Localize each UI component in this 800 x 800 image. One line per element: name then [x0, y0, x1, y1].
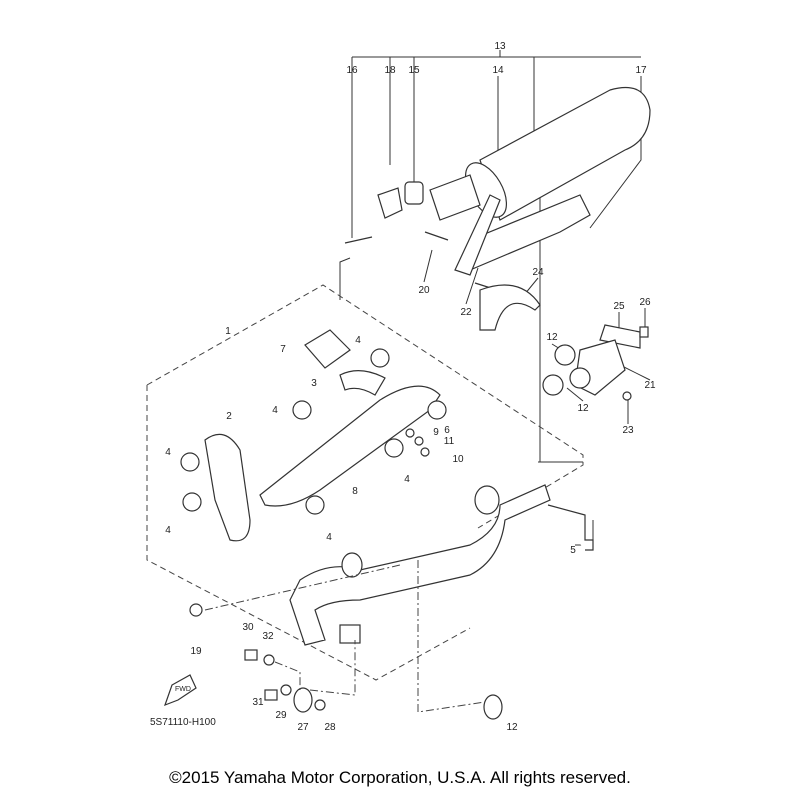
- callout: 12: [506, 722, 518, 733]
- callout: 29: [275, 710, 287, 721]
- callout: 13: [494, 41, 506, 52]
- callout: 18: [384, 65, 396, 76]
- callout: 12: [577, 403, 589, 414]
- fwd-arrow-icon: [164, 674, 197, 707]
- callout-labels: 13 16 18 15 14 17 20 22 24 25 26 1 7 4 1…: [165, 41, 656, 733]
- callout: 22: [460, 307, 472, 318]
- callout: 1: [225, 326, 231, 337]
- callout: 5: [570, 545, 576, 556]
- callout: 2: [226, 411, 232, 422]
- callout: 12: [546, 332, 558, 343]
- assembly-1-dashed-box: [146, 284, 584, 681]
- callout: 28: [324, 722, 336, 733]
- diagram-code: 5S71110-H100: [150, 717, 216, 728]
- callout: 7: [280, 344, 286, 355]
- callout: 4: [326, 532, 332, 543]
- callout: 9: [433, 427, 439, 438]
- callout: 6: [444, 425, 450, 436]
- callout: 25: [613, 301, 625, 312]
- callout: 4: [165, 447, 171, 458]
- callout: 23: [622, 425, 634, 436]
- callout: 21: [644, 380, 656, 391]
- callout: 15: [408, 65, 420, 76]
- callout: 16: [346, 65, 358, 76]
- callout: 32: [262, 631, 274, 642]
- callout: 4: [355, 335, 361, 346]
- callout: 8: [352, 486, 358, 497]
- callout: 17: [635, 65, 647, 76]
- callout: 24: [532, 267, 544, 278]
- callout: 10: [452, 454, 464, 465]
- callout: 26: [639, 297, 651, 308]
- callout: 4: [165, 525, 171, 536]
- callout: 4: [404, 474, 410, 485]
- callout: 30: [242, 622, 254, 633]
- callout: 4: [272, 405, 278, 416]
- callout: 20: [418, 285, 430, 296]
- copyright-notice: ©2015 Yamaha Motor Corporation, U.S.A. A…: [169, 768, 631, 787]
- callout: 19: [190, 646, 202, 657]
- callout: 31: [252, 697, 264, 708]
- callout: 11: [444, 436, 455, 447]
- fwd-label: FWD: [175, 686, 191, 693]
- callout: 14: [492, 65, 504, 76]
- callout: 3: [311, 378, 317, 389]
- muffler: [429, 86, 651, 276]
- callout: 27: [297, 722, 309, 733]
- parts: FWD: [164, 181, 649, 720]
